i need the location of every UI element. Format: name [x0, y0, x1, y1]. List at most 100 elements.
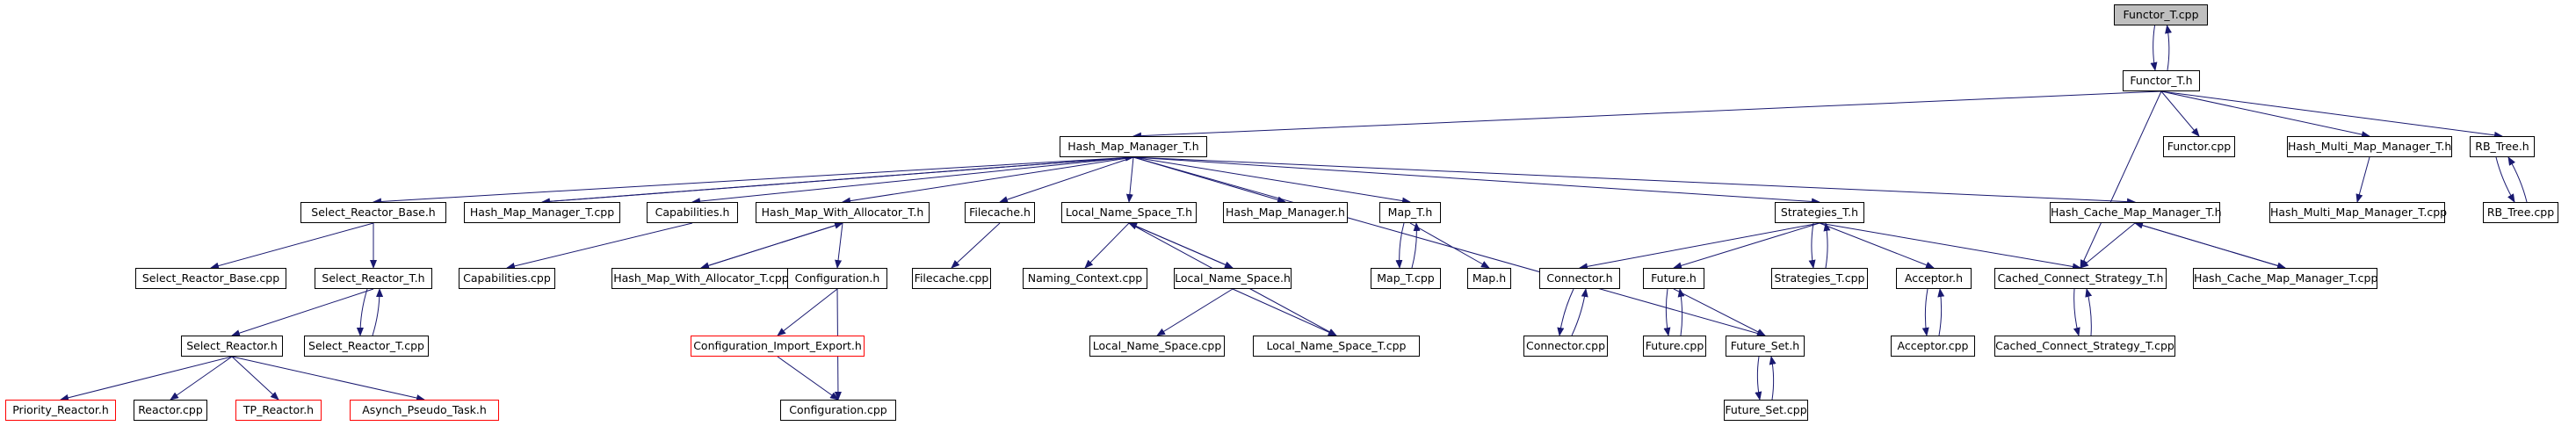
node-hash-map-with-allocator-t-h[interactable]: Hash_Map_With_Allocator_T.h: [756, 202, 930, 223]
edge-hash-map-manager-t-h-to-strategies-t-h: [1132, 156, 1820, 206]
edge-acceptor-h-to-acceptor-cpp: [1921, 288, 1929, 336]
node-hash-map-manager-h[interactable]: Hash_Map_Manager.h: [1223, 202, 1348, 223]
edge-future-h-to-future-cpp: [1663, 288, 1671, 336]
edge-hash-map-manager-t-h-to-future-set-h: [1132, 156, 1766, 337]
edge-cached-connect-strategy-t-cpp-to-cached-connect-strategy-t-h: [2085, 288, 2093, 336]
edge-functor-t-h-to-functor-cpp: [2160, 90, 2200, 137]
edge-strategies-t-cpp-to-strategies-t-h: [1823, 222, 1831, 269]
edge-hash-multi-map-manager-t-h-to-hash-multi-map-manager-t-cpp: [2355, 156, 2370, 203]
node-functor-cpp[interactable]: Functor.cpp: [2163, 136, 2235, 157]
edge-local-name-space-t-h-to-naming-context-cpp: [1084, 222, 1130, 269]
edge-connector-cpp-to-connector-h: [1571, 288, 1588, 336]
node-functor-t-h[interactable]: Functor_T.h: [2123, 70, 2200, 91]
edge-functor-t-h-to-cached-connect-strategy-t-h: [2080, 90, 2162, 269]
edge-acceptor-cpp-to-acceptor-h: [1937, 288, 1945, 336]
node-cached-connect-strategy-t-h[interactable]: Cached_Connect_Strategy_T.h: [1994, 268, 2167, 289]
node-configuration-cpp[interactable]: Configuration.cpp: [780, 400, 896, 421]
edge-strategies-t-h-to-acceptor-h: [1819, 222, 1935, 269]
node-reactor-cpp[interactable]: Reactor.cpp: [134, 400, 207, 421]
edge-configuration-h-to-configuration-import-export-h: [777, 288, 838, 336]
edge-hash-map-manager-t-h-to-map-t-h: [1132, 156, 1411, 205]
edge-connector-h-to-connector-cpp: [1557, 288, 1574, 336]
node-capabilities-cpp[interactable]: Capabilities.cpp: [459, 268, 555, 289]
edge-strategies-t-h-to-strategies-t-cpp: [1808, 222, 1816, 269]
edge-hash-cache-map-manager-t-cpp-to-hash-cache-map-manager-t-h: [2134, 221, 2286, 269]
node-select-reactor-h[interactable]: Select_Reactor.h: [181, 336, 283, 357]
node-select-reactor-base-h[interactable]: Select_Reactor_Base.h: [300, 202, 446, 223]
edge-hash-map-manager-t-h-to-filecache-h: [999, 156, 1134, 203]
edge-functor-t-h-to-hash-map-manager-t-h: [1132, 90, 2162, 140]
node-functor-t-cpp[interactable]: Functor_T.cpp: [2114, 4, 2208, 25]
node-strategies-t-h[interactable]: Strategies_T.h: [1775, 202, 1864, 223]
node-local-name-space-t-h[interactable]: Local_Name_Space_T.h: [1061, 202, 1197, 223]
node-future-set-h[interactable]: Future_Set.h: [1726, 336, 1805, 357]
node-priority-reactor-h[interactable]: Priority_Reactor.h: [5, 400, 116, 421]
node-hash-cache-map-manager-t-cpp[interactable]: Hash_Cache_Map_Manager_T.cpp: [2193, 268, 2377, 289]
edge-filecache-h-to-filecache-cpp: [951, 222, 1001, 269]
edge-hash-map-manager-t-h-to-hash-map-with-allocator-t-h: [842, 156, 1134, 205]
edge-select-reactor-t-cpp-to-select-reactor-t-h: [372, 288, 384, 336]
edge-rb-tree-cpp-to-rb-tree-h: [2507, 156, 2528, 203]
node-local-name-space-t-cpp[interactable]: Local_Name_Space_T.cpp: [1253, 336, 1420, 357]
edge-hash-map-manager-t-cpp-to-hash-map-manager-t-h: [541, 154, 1134, 203]
node-acceptor-cpp[interactable]: Acceptor.cpp: [1891, 336, 1975, 357]
node-rb-tree-cpp[interactable]: RB_Tree.cpp: [2483, 202, 2558, 223]
edge-hash-map-manager-t-h-to-local-name-space-t-h: [1125, 156, 1134, 203]
node-cached-connect-strategy-t-cpp[interactable]: Cached_Connect_Strategy_T.cpp: [1994, 336, 2175, 357]
edge-select-reactor-h-to-priority-reactor-h: [60, 356, 233, 401]
node-asynch-pseudo-task-h[interactable]: Asynch_Pseudo_Task.h: [350, 400, 499, 421]
edge-cached-connect-strategy-t-h-to-cached-connect-strategy-t-cpp: [2073, 288, 2080, 336]
node-connector-cpp[interactable]: Connector.cpp: [1523, 336, 1608, 357]
node-hash-map-manager-t-h[interactable]: Hash_Map_Manager_T.h: [1060, 136, 1207, 157]
node-local-name-space-h[interactable]: Local_Name_Space.h: [1174, 268, 1292, 289]
node-hash-map-with-allocator-t-cpp[interactable]: Hash_Map_With_Allocator_T.cpp: [611, 268, 791, 289]
node-naming-context-cpp[interactable]: Naming_Context.cpp: [1023, 268, 1147, 289]
node-map-h[interactable]: Map.h: [1467, 268, 1511, 289]
node-map-t-cpp[interactable]: Map_T.cpp: [1371, 268, 1441, 289]
node-filecache-h[interactable]: Filecache.h: [965, 202, 1035, 223]
edge-configuration-import-export-h-to-configuration-cpp: [777, 356, 839, 401]
node-local-name-space-cpp[interactable]: Local_Name_Space.cpp: [1089, 336, 1225, 357]
node-select-reactor-base-cpp[interactable]: Select_Reactor_Base.cpp: [135, 268, 286, 289]
edge-select-reactor-t-h-to-select-reactor-t-cpp: [356, 288, 368, 336]
edge-future-set-cpp-to-future-set-h: [1769, 356, 1776, 401]
node-select-reactor-t-h[interactable]: Select_Reactor_T.h: [315, 268, 432, 289]
edge-functor-t-h-to-hash-multi-map-manager-t-h: [2160, 90, 2370, 139]
edge-map-t-h-to-map-h: [1409, 222, 1490, 269]
edge-functor-t-h-to-rb-tree-h: [2160, 90, 2503, 139]
edge-select-reactor-base-h-to-select-reactor-base-cpp: [210, 222, 374, 270]
node-select-reactor-t-cpp[interactable]: Select_Reactor_T.cpp: [304, 336, 429, 357]
edge-local-name-space-h-to-local-name-space-cpp: [1156, 288, 1234, 336]
edge-select-reactor-h-to-asynch-pseudo-task-h: [231, 356, 425, 401]
node-tp-reactor-h[interactable]: TP_Reactor.h: [235, 400, 322, 421]
node-hash-multi-map-manager-t-h[interactable]: Hash_Multi_Map_Manager_T.h: [2287, 136, 2452, 157]
node-future-cpp[interactable]: Future.cpp: [1643, 336, 1706, 357]
node-configuration-import-export-h[interactable]: Configuration_Import_Export.h: [691, 336, 865, 357]
node-configuration-h[interactable]: Configuration.h: [787, 268, 887, 289]
edge-hash-map-manager-t-h-to-select-reactor-base-h: [373, 156, 1134, 206]
node-hash-cache-map-manager-t-h[interactable]: Hash_Cache_Map_Manager_T.h: [2050, 202, 2222, 223]
node-hash-map-manager-t-cpp[interactable]: Hash_Map_Manager_T.cpp: [464, 202, 620, 223]
node-hash-multi-map-manager-t-cpp[interactable]: Hash_Multi_Map_Manager_T.cpp: [2269, 202, 2447, 223]
node-future-set-cpp[interactable]: Future_Set.cpp: [1724, 400, 1808, 421]
edge-local-name-space-h-to-local-name-space-t-cpp: [1232, 288, 1337, 336]
node-strategies-t-cpp[interactable]: Strategies_T.cpp: [1771, 268, 1868, 289]
edge-select-reactor-h-to-reactor-cpp: [170, 356, 233, 401]
edge-select-reactor-h-to-tp-reactor-h: [231, 356, 279, 401]
edge-hash-map-with-allocator-t-h-to-configuration-h: [835, 222, 843, 269]
edge-future-h-to-future-set-h: [1673, 288, 1766, 336]
edge-select-reactor-t-h-to-select-reactor-h: [231, 288, 374, 336]
node-rb-tree-h[interactable]: RB_Tree.h: [2470, 136, 2535, 157]
edge-hash-cache-map-manager-t-h-to-cached-connect-strategy-t-h: [2080, 222, 2136, 269]
edge-functor-t-cpp-to-functor-t-h: [2150, 25, 2158, 71]
node-filecache-cpp[interactable]: Filecache.cpp: [912, 268, 991, 289]
node-map-t-h[interactable]: Map_T.h: [1379, 202, 1441, 223]
node-acceptor-h[interactable]: Acceptor.h: [1896, 268, 1972, 289]
node-connector-h[interactable]: Connector.h: [1539, 268, 1620, 289]
node-future-h[interactable]: Future.h: [1643, 268, 1704, 289]
edge-rb-tree-h-to-rb-tree-cpp: [2495, 156, 2515, 203]
node-capabilities-h[interactable]: Capabilities.h: [647, 202, 738, 223]
edge-local-name-space-h-to-local-name-space-t-h: [1128, 222, 1234, 269]
